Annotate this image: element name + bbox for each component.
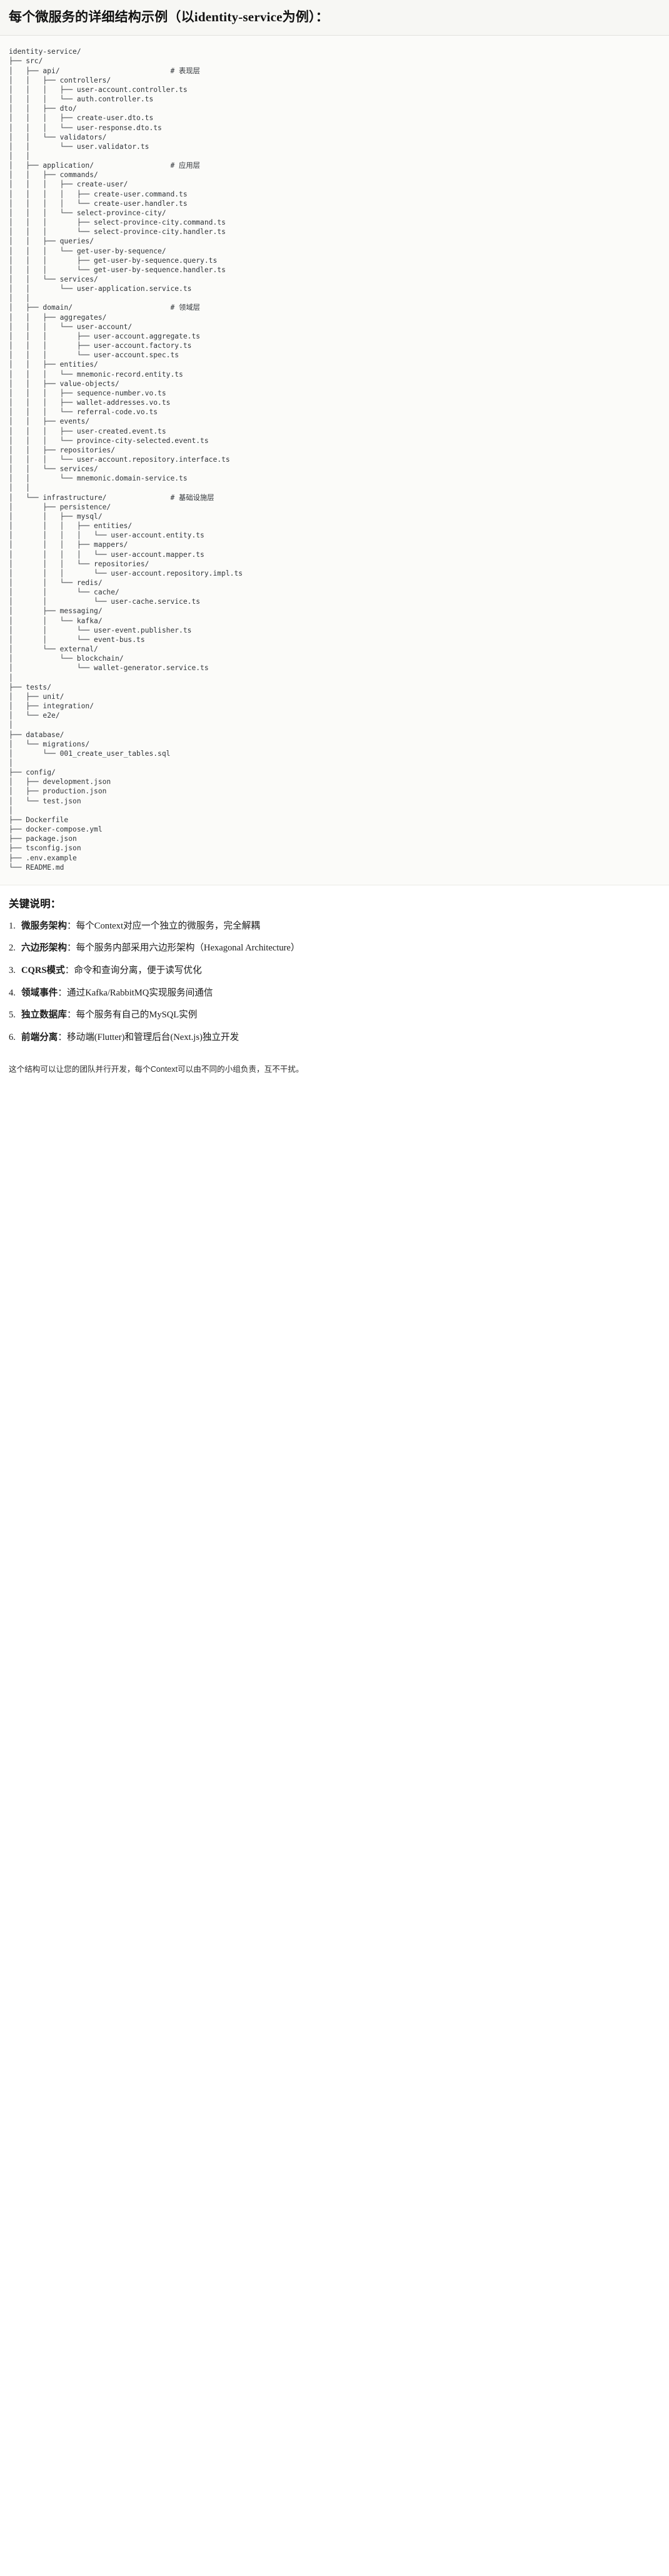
title-band: 每个微服务的详细结构示例（以identity-service为例）： xyxy=(0,0,669,36)
key-point-separator: ： xyxy=(58,1032,67,1042)
directory-tree-block: identity-service/ ├── src/ │ ├── api/ # … xyxy=(0,36,669,885)
key-point-number: 6. xyxy=(9,1032,16,1042)
key-point-separator: ： xyxy=(64,965,74,976)
key-point-separator: ： xyxy=(66,1010,76,1021)
key-point-number: 4. xyxy=(9,987,16,998)
key-point-term: CQRS模式 xyxy=(21,965,65,976)
key-point-item: 4. 领域事件：通过Kafka/RabbitMQ实现服务间通信 xyxy=(9,986,660,1000)
key-point-number: 5. xyxy=(9,1010,16,1021)
key-point-term: 领域事件 xyxy=(21,987,58,998)
key-point-description: 每个Context对应一个独立的微服务，完全解耦 xyxy=(76,920,260,931)
key-point-term: 前端分离 xyxy=(21,1032,58,1042)
key-point-separator: ： xyxy=(58,987,67,998)
key-point-item: 1. 微服务架构：每个Context对应一个独立的微服务，完全解耦 xyxy=(9,919,660,934)
key-point-number: 2. xyxy=(9,943,16,954)
page-root: 每个微服务的详细结构示例（以identity-service为例）： ident… xyxy=(0,0,669,1087)
key-point-item: 2. 六边形架构：每个服务内部采用六边形架构（Hexagonal Architec… xyxy=(9,941,660,955)
key-points-title: 关键说明： xyxy=(9,897,61,910)
key-point-description: 通过Kafka/RabbitMQ实现服务间通信 xyxy=(67,987,213,998)
key-point-term: 独立数据库 xyxy=(21,1010,67,1021)
key-point-separator: ： xyxy=(66,920,76,931)
key-point-item: 6. 前端分离：移动端(Flutter)和管理后台(Next.js)独立开发 xyxy=(9,1031,660,1045)
key-point-description: 每个服务内部采用六边形架构（Hexagonal Architecture） xyxy=(76,943,300,954)
key-point-term: 微服务架构 xyxy=(21,920,67,931)
page-title: 每个微服务的详细结构示例（以identity-service为例）： xyxy=(9,9,329,24)
key-point-description: 命令和查询分离，便于读写优化 xyxy=(74,965,202,976)
footer-note: 这个结构可以让您的团队并行开发，每个Context可以由不同的小组负责，互不干扰… xyxy=(0,1059,669,1087)
key-point-number: 3. xyxy=(9,965,16,976)
key-point-term: 六边形架构 xyxy=(21,943,67,954)
key-point-description: 移动端(Flutter)和管理后台(Next.js)独立开发 xyxy=(67,1032,239,1042)
key-point-item: 5. 独立数据库：每个服务有自己的MySQL实例 xyxy=(9,1008,660,1022)
key-point-number: 1. xyxy=(9,920,16,931)
key-point-description: 每个服务有自己的MySQL实例 xyxy=(76,1010,198,1021)
key-point-separator: ： xyxy=(66,943,76,954)
directory-tree-text: identity-service/ ├── src/ │ ├── api/ # … xyxy=(9,48,243,872)
key-point-item: 3. CQRS模式：命令和查询分离，便于读写优化 xyxy=(9,964,660,978)
